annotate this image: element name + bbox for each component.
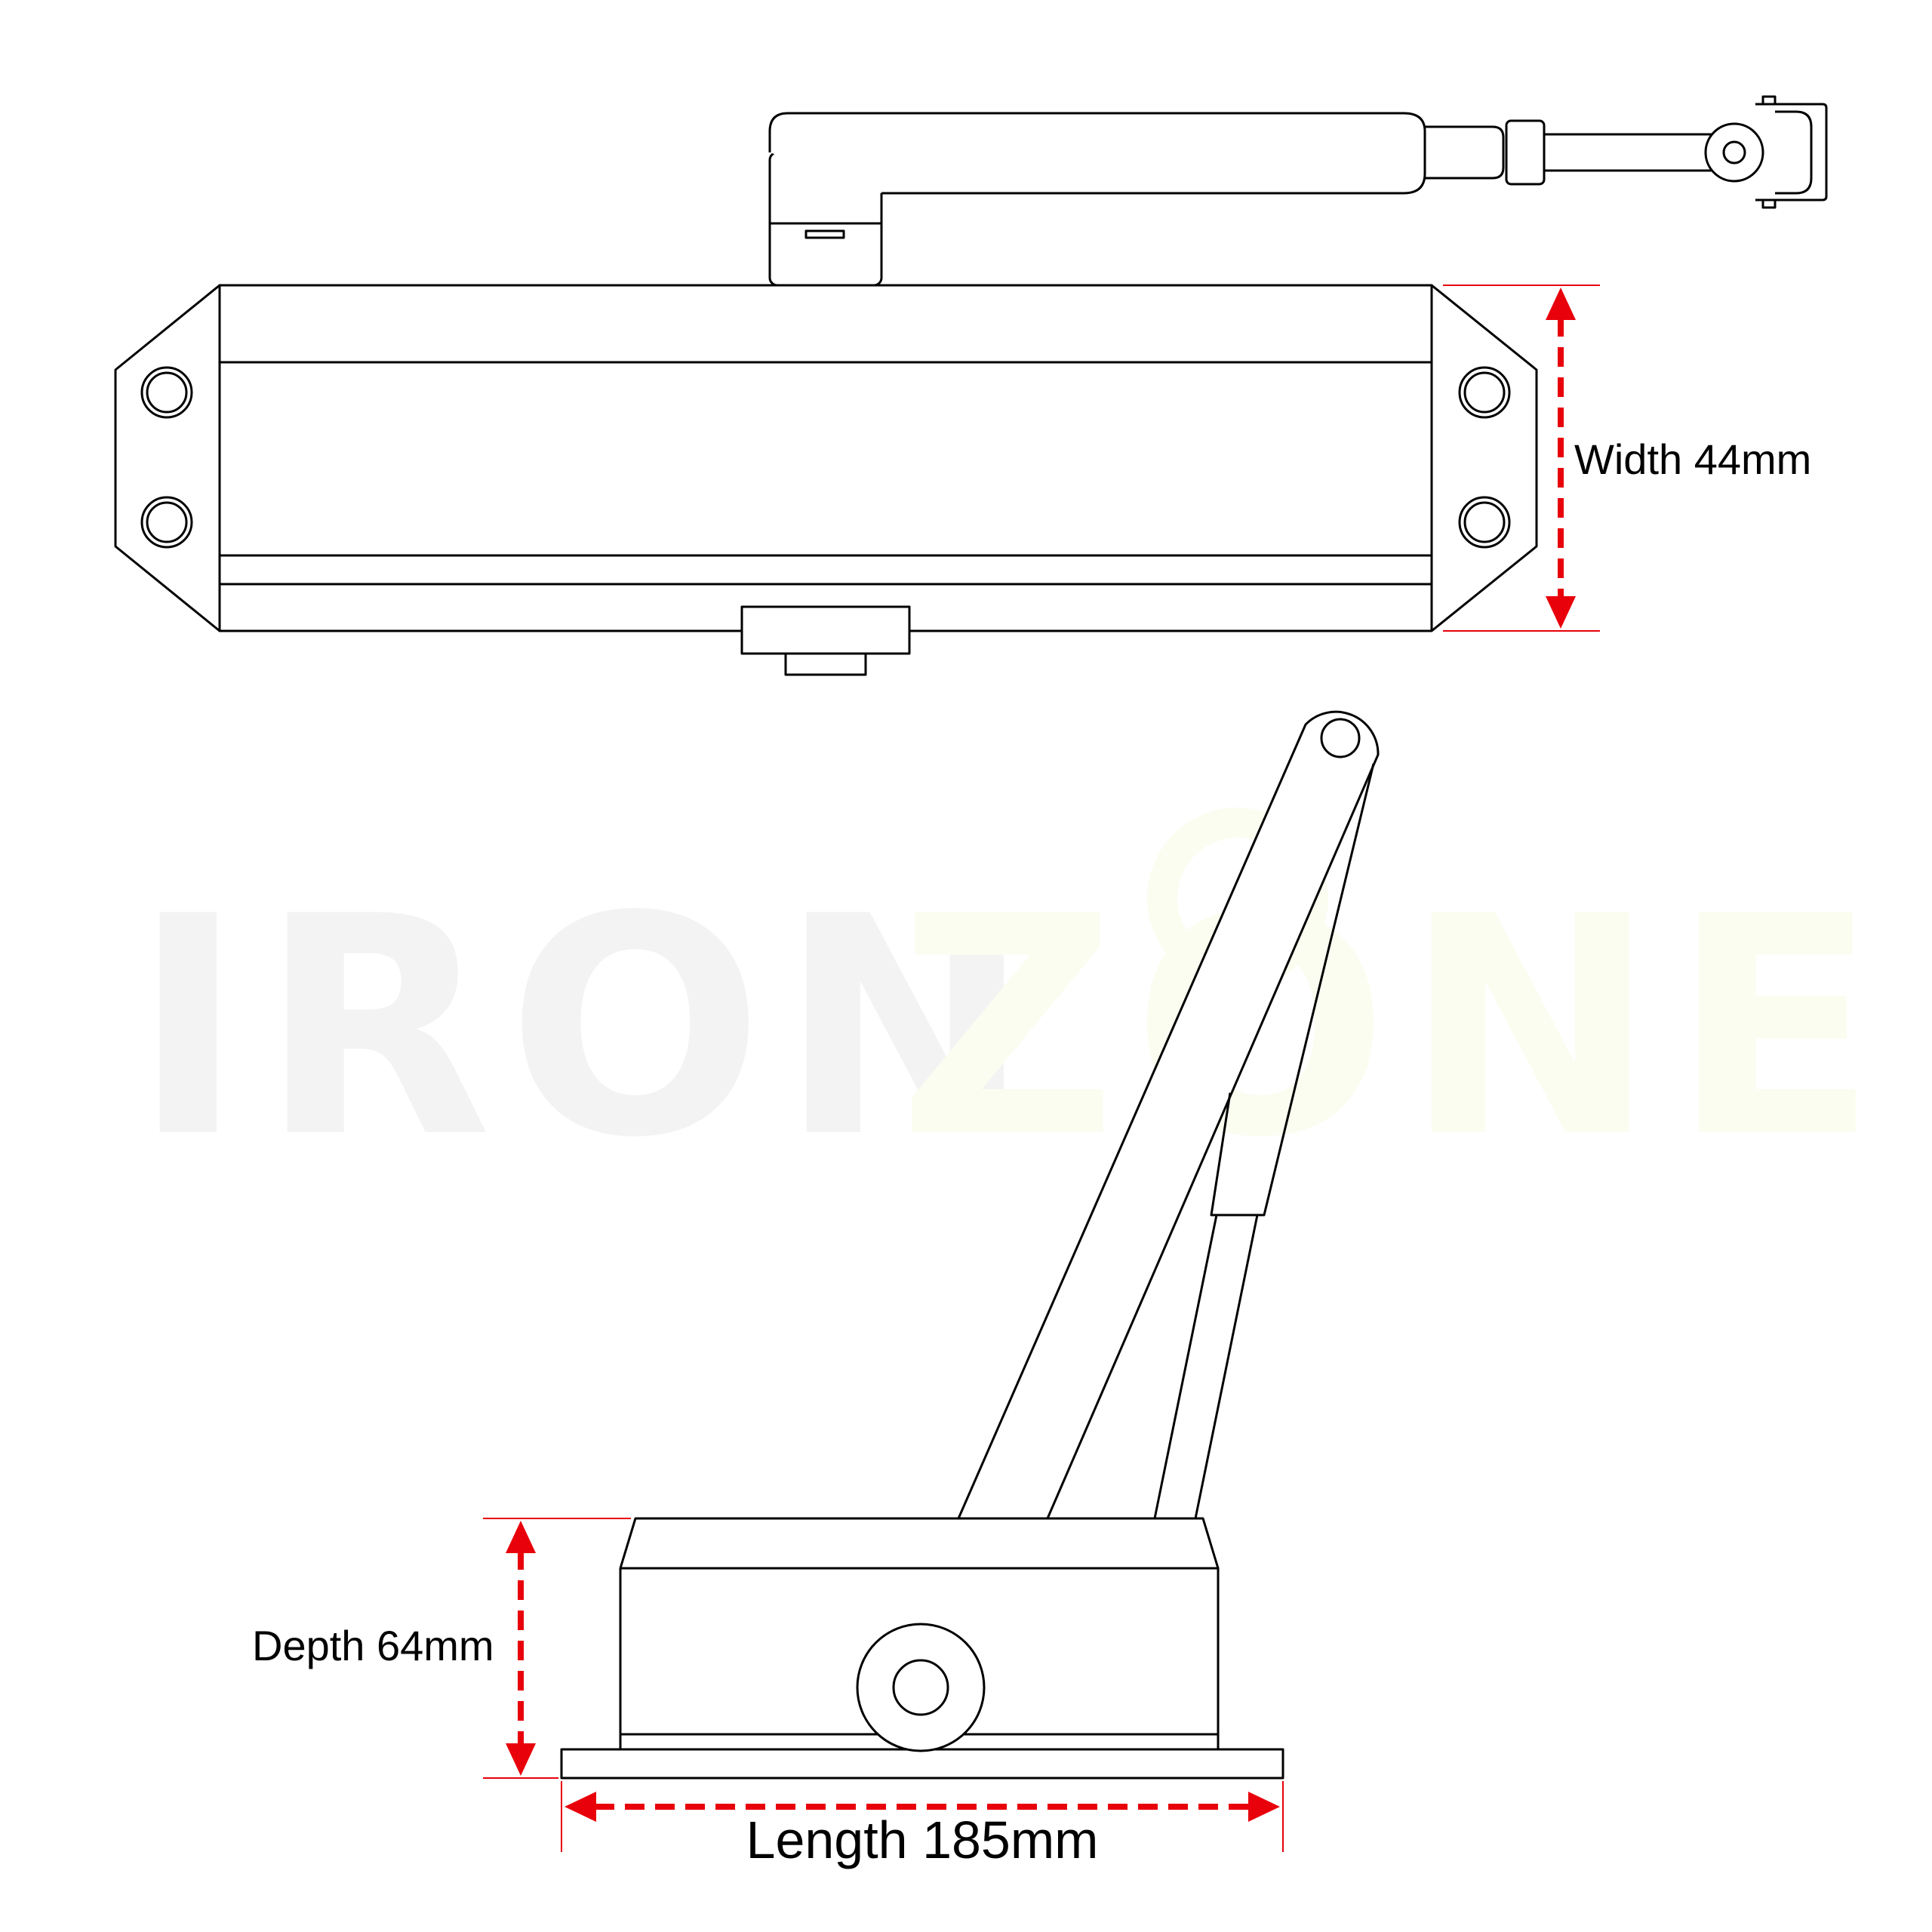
arrow-right [1248, 1792, 1280, 1822]
watermark-iron: IRON [132, 853, 1047, 1204]
width-dimension: Width 44mm [1443, 285, 1811, 632]
mount-slot [804, 229, 845, 239]
side-housing-top [619, 1517, 1220, 1570]
right-end-cap [1431, 284, 1538, 632]
width-label: Width 44mm [1574, 435, 1811, 483]
arrow-down [506, 1743, 536, 1776]
watermark-zone: ZONE [898, 853, 1893, 1204]
screw-hole-left-top [140, 366, 193, 419]
top-view [114, 95, 1828, 676]
watermark: IRON ZONE [132, 808, 1893, 1204]
main-arm [768, 112, 1426, 195]
screw-hole-left-bottom [140, 496, 193, 549]
side-valve-knob [856, 1623, 986, 1752]
side-main-arm [957, 710, 1380, 1519]
arrow-up [1546, 288, 1576, 320]
arrow-up [506, 1521, 536, 1553]
closer-body [218, 284, 1433, 632]
depth-label: Depth 64mm [252, 1622, 494, 1669]
arrow-down [1546, 596, 1576, 629]
side-view [560, 710, 1380, 1780]
bracket [1755, 103, 1828, 202]
rod-eye [1704, 122, 1764, 183]
side-base-plate [560, 1748, 1284, 1780]
length-label: Length 185mm [746, 1810, 1099, 1869]
arrow-left [565, 1792, 596, 1822]
length-dimension: Length 185mm [561, 1781, 1284, 1869]
screw-hole-right-bottom [1458, 496, 1511, 549]
depth-dimension: Depth 64mm [252, 1518, 631, 1779]
arm-pivot-hole [1320, 718, 1361, 758]
adjustment-valve [740, 605, 911, 655]
arm-connector [1505, 119, 1546, 186]
arm-tip [1425, 125, 1505, 180]
screw-hole-right-top [1458, 366, 1511, 419]
left-end-cap [114, 284, 220, 632]
